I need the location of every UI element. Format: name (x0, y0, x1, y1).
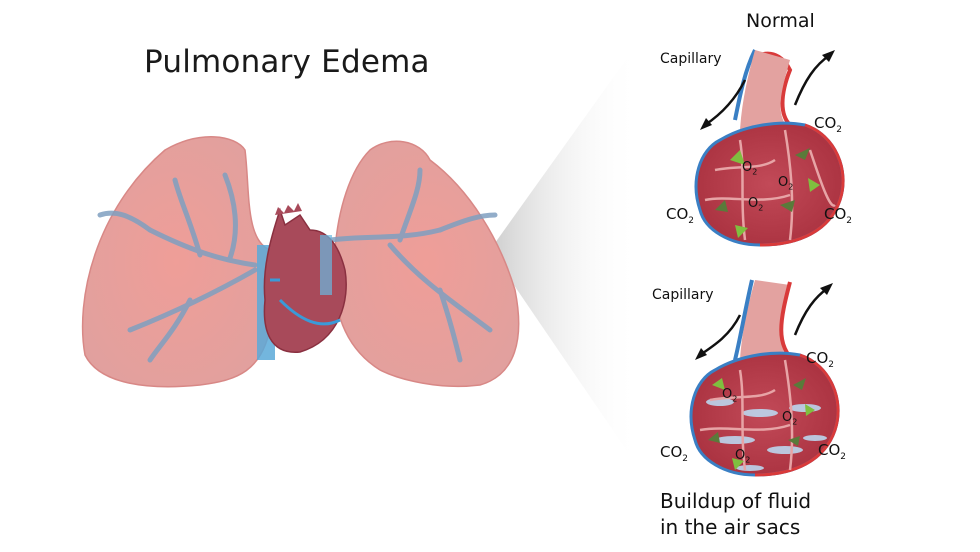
normal-co2-bottom-right: CO2 (824, 205, 853, 226)
edema-co2-top-right: CO2 (806, 349, 835, 370)
edema-caption: Buildup of fluid in the air sacs (660, 488, 811, 540)
caption-line-1: Buildup of fluid (660, 489, 812, 513)
normal-co2-top-right: CO2 (814, 114, 843, 135)
normal-co2-bottom-left: CO2 (666, 205, 695, 226)
left-lung (81, 136, 271, 388)
normal-o2-a: O2 (742, 160, 758, 177)
edema-co2-bottom-left: CO2 (660, 443, 689, 464)
edema-o2-c: O2 (735, 448, 751, 465)
normal-o2-b: O2 (778, 175, 794, 192)
caption-line-2: in the air sacs (660, 515, 801, 539)
normal-heading: Normal (746, 10, 815, 32)
edema-alveolus (689, 279, 840, 477)
edema-capillary-label: Capillary (652, 287, 714, 303)
edema-o2-a: O2 (722, 387, 738, 404)
zoom-cone (490, 40, 640, 470)
edema-co2-bottom-right: CO2 (818, 441, 847, 462)
heart (257, 203, 347, 360)
edema-o2-b: O2 (782, 410, 798, 427)
right-lung (327, 140, 520, 388)
page-title: Pulmonary Edema (144, 44, 430, 80)
normal-capillary-label: Capillary (660, 51, 722, 67)
normal-alveolus (694, 49, 845, 247)
normal-o2-c: O2 (748, 196, 764, 213)
